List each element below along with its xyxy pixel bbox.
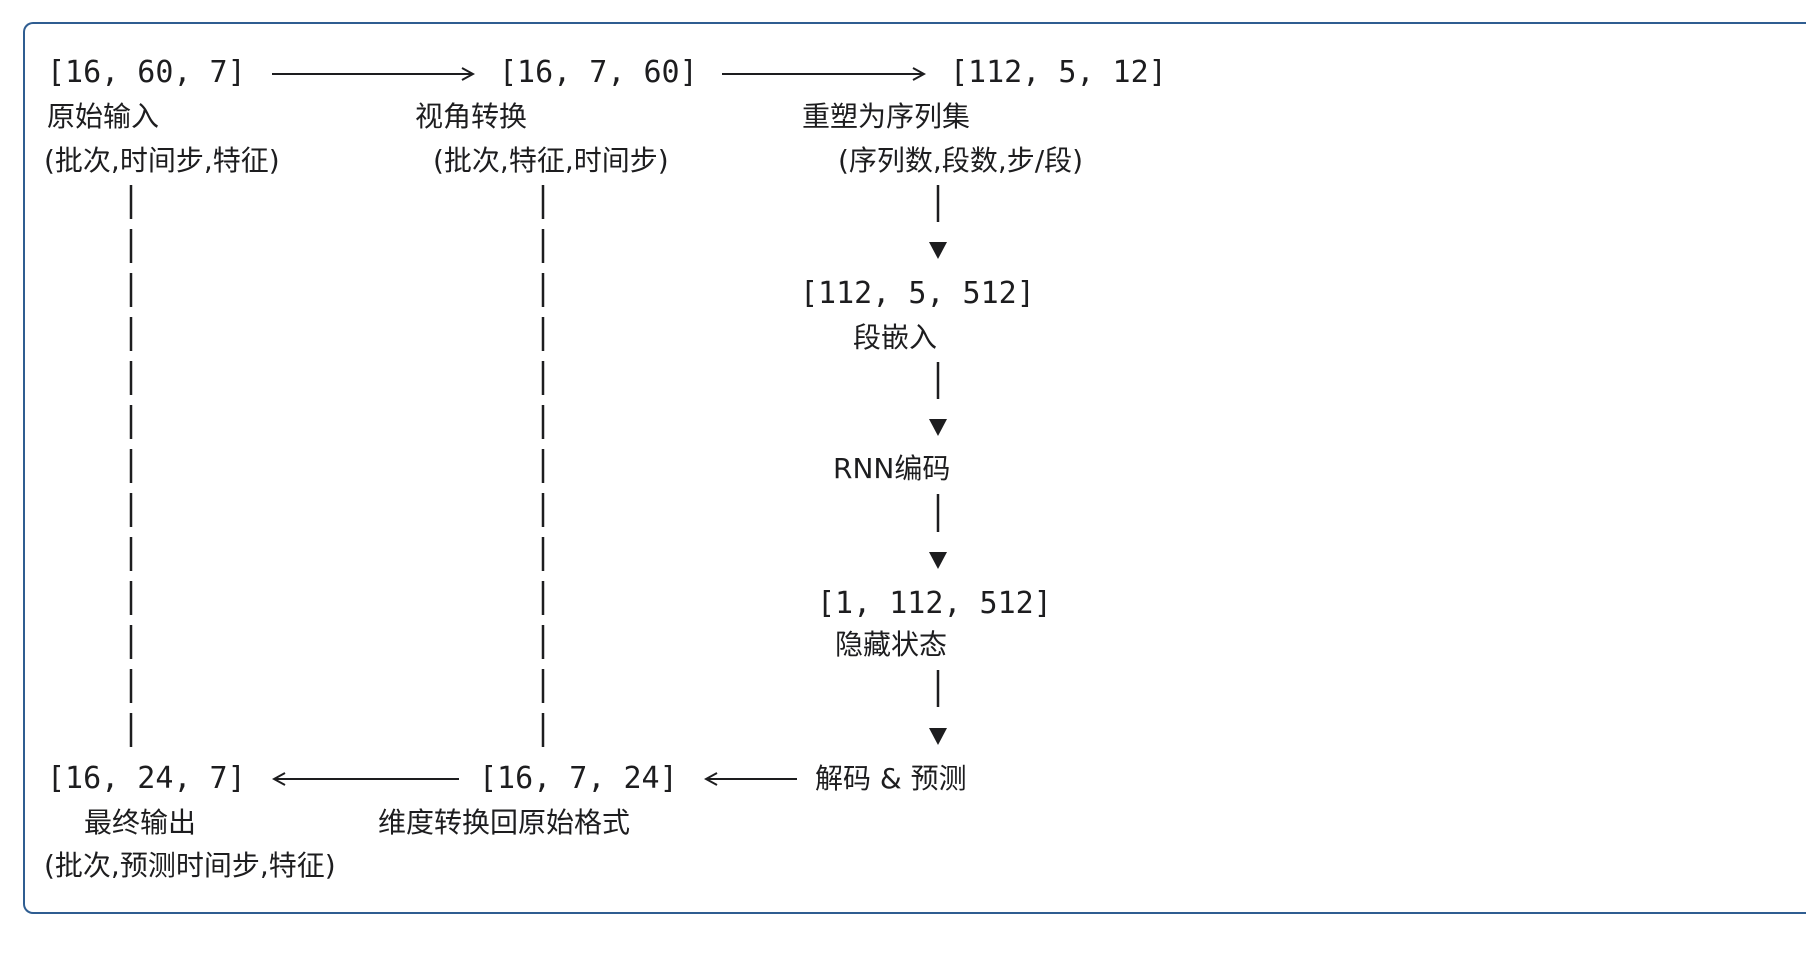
permute-shape: [16, 7, 60] [499, 55, 698, 90]
embed-shape: [112, 5, 512] [800, 276, 1035, 311]
output-shape: [16, 24, 7] [47, 761, 246, 796]
input-label: 原始输入 [47, 100, 160, 133]
decode-label: 解码 & 预测 [815, 762, 967, 795]
permute-dims: (批次,特征,时间步) [433, 144, 669, 177]
reshape-dims: (序列数,段数,步/段) [838, 144, 1084, 177]
permute-back-label: 维度转换回原始格式 [378, 806, 631, 839]
reshape-label: 重塑为序列集 [802, 100, 971, 133]
embed-label: 段嵌入 [853, 321, 938, 354]
arrowhead-down-rnn [929, 419, 947, 436]
output-label: 最终输出 [84, 806, 197, 839]
rnn-label: RNN编码 [833, 452, 951, 485]
permute-back-shape: [16, 7, 24] [479, 761, 678, 796]
output-dims: (批次,预测时间步,特征) [44, 849, 336, 882]
input-dims: (批次,时间步,特征) [44, 144, 280, 177]
arrowhead-down-embed [929, 242, 947, 259]
input-shape: [16, 60, 7] [47, 55, 246, 90]
arrowhead-down-hidden [929, 552, 947, 569]
permute-label: 视角转换 [415, 100, 528, 133]
reshape-shape: [112, 5, 12] [950, 55, 1167, 90]
diagram-panel [23, 22, 1806, 914]
hidden-shape: [1, 112, 512] [817, 586, 1052, 621]
hidden-label: 隐藏状态 [835, 628, 948, 661]
arrowhead-down-decode [929, 728, 947, 745]
